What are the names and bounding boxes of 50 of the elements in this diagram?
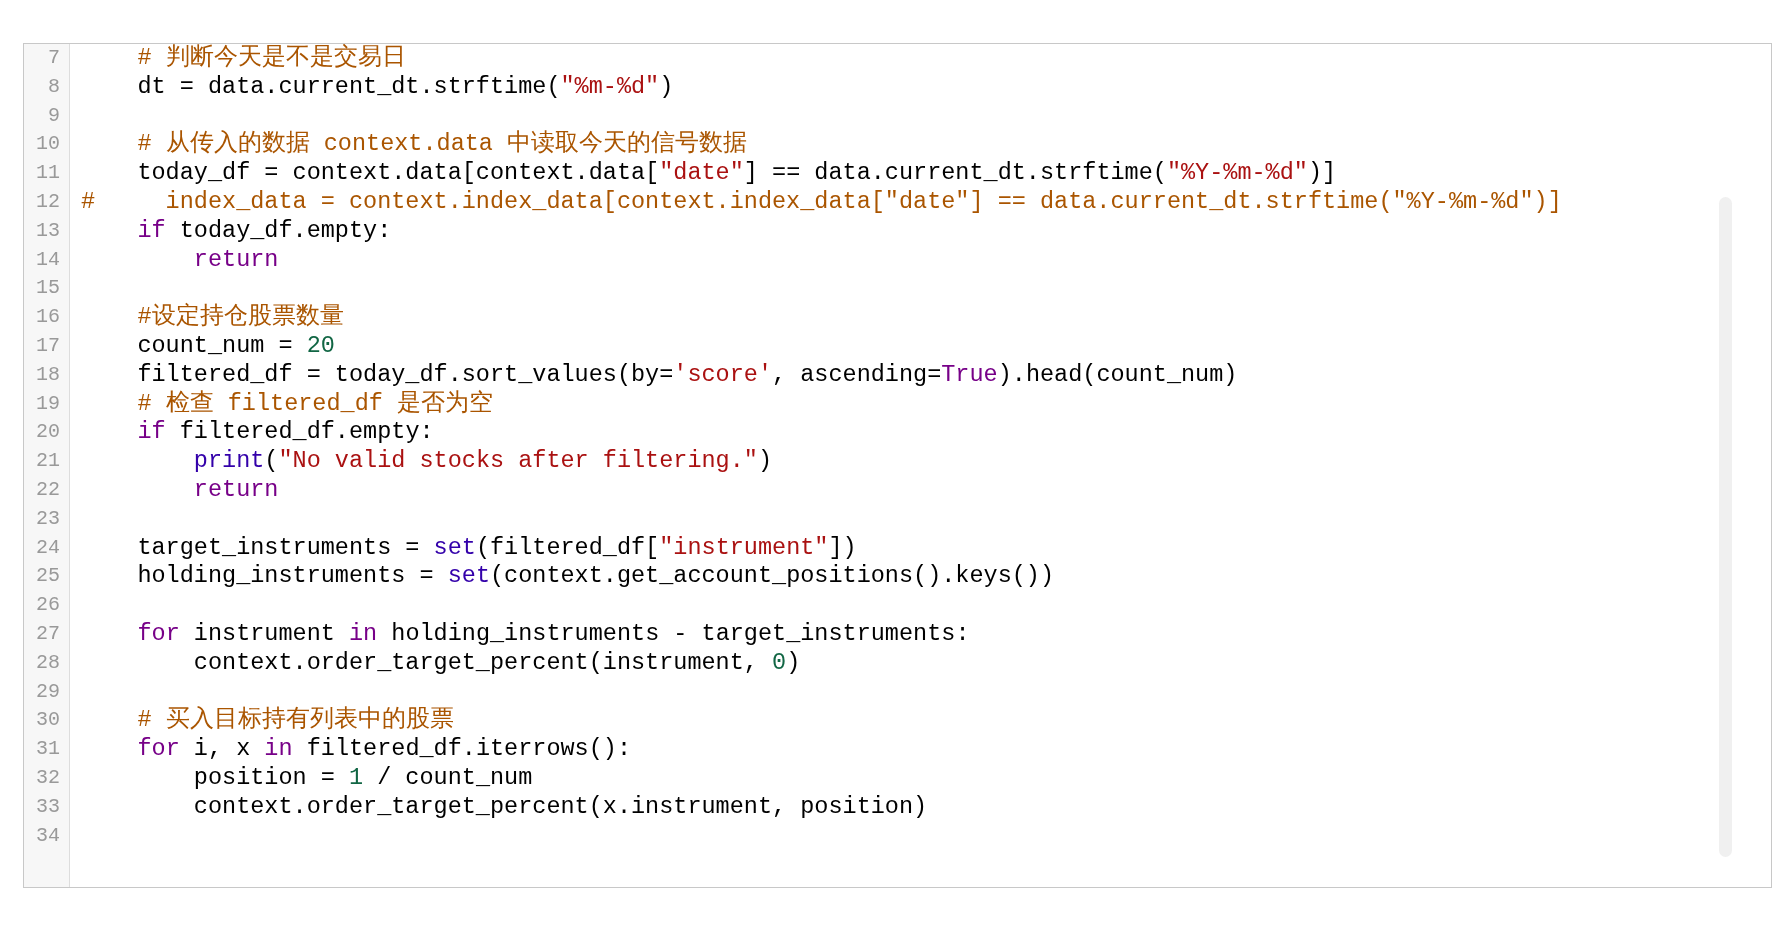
- line-number: 13: [35, 217, 60, 244]
- line-number: 15: [35, 275, 60, 302]
- line-number: 26: [35, 592, 60, 619]
- line-number: 31: [35, 736, 60, 763]
- line-number: 32: [35, 765, 60, 791]
- line-number: 29: [35, 678, 60, 705]
- line-number: 17: [35, 333, 60, 359]
- line-number: 25: [35, 563, 60, 590]
- line-number: 20: [35, 419, 60, 446]
- line-number: 18: [35, 361, 60, 388]
- line-number: 19: [35, 390, 60, 417]
- code-line: filtered_df = today_df.sort_values(by='score', ascending=True).head(count_num): [136, 360, 1238, 390]
- line-number: 10: [35, 131, 60, 158]
- line-number: 23: [35, 505, 60, 532]
- code-line: return: [192, 476, 279, 505]
- code-line: if filtered_df.empty:: [136, 418, 434, 448]
- line-number: 34: [35, 822, 60, 849]
- line-number: 9: [47, 102, 60, 129]
- code-line: for instrument in holding_instruments - target_instruments:: [136, 620, 970, 649]
- code-line: #设定持仓股票数量: [136, 303, 344, 332]
- line-number: 21: [35, 448, 60, 475]
- line-number: 24: [35, 534, 60, 561]
- code-line: context.order_target_percent(instrument, 0): [192, 648, 801, 678]
- code-line: count_num = 20: [136, 332, 335, 361]
- code-line: context.order_target_percent(x.instrument, position): [192, 792, 928, 822]
- line-number: 7: [47, 45, 60, 71]
- line-number: 33: [35, 793, 60, 820]
- code-line: # 买入目标持有列表中的股票: [136, 706, 454, 736]
- line-number: 14: [35, 246, 60, 273]
- code-line: position = 1 / count_num: [192, 764, 533, 793]
- line-number: 27: [35, 621, 60, 647]
- code-line: # 判断今天是不是交易日: [136, 44, 406, 73]
- code-line: dt = data.current_dt.strftime("%m-%d"): [136, 72, 674, 102]
- line-number: 11: [35, 160, 60, 187]
- line-number: 12: [35, 189, 60, 215]
- line-number: 30: [35, 707, 60, 734]
- code-line: if today_df.empty:: [136, 216, 392, 246]
- code-line: for i, x in filtered_df.iterrows():: [136, 735, 632, 764]
- code-line: # index_data = context.index_data[context.index_data["date"] == data.current_dt.strftime("%Y-%m-%d")]: [81, 188, 1562, 217]
- line-number: 8: [47, 73, 60, 100]
- line-number: 16: [35, 304, 60, 331]
- code-line: return: [192, 245, 279, 275]
- line-number: 22: [35, 477, 60, 503]
- code-line: target_instruments = set(filtered_df["instrument"]): [136, 533, 857, 563]
- code-line: # 从传入的数据 context.data 中读取今天的信号数据: [136, 130, 748, 160]
- line-number: 28: [35, 649, 60, 676]
- code-line: print("No valid stocks after filtering."): [192, 447, 773, 476]
- code-line: holding_instruments = set(context.get_account_positions().keys()): [136, 562, 1055, 592]
- code-line: # 检查 filtered_df 是否为空: [136, 389, 493, 419]
- code-line: today_df = context.data[context.data["date"] == data.current_dt.strftime("%Y-%m-%d")]: [136, 159, 1337, 188]
